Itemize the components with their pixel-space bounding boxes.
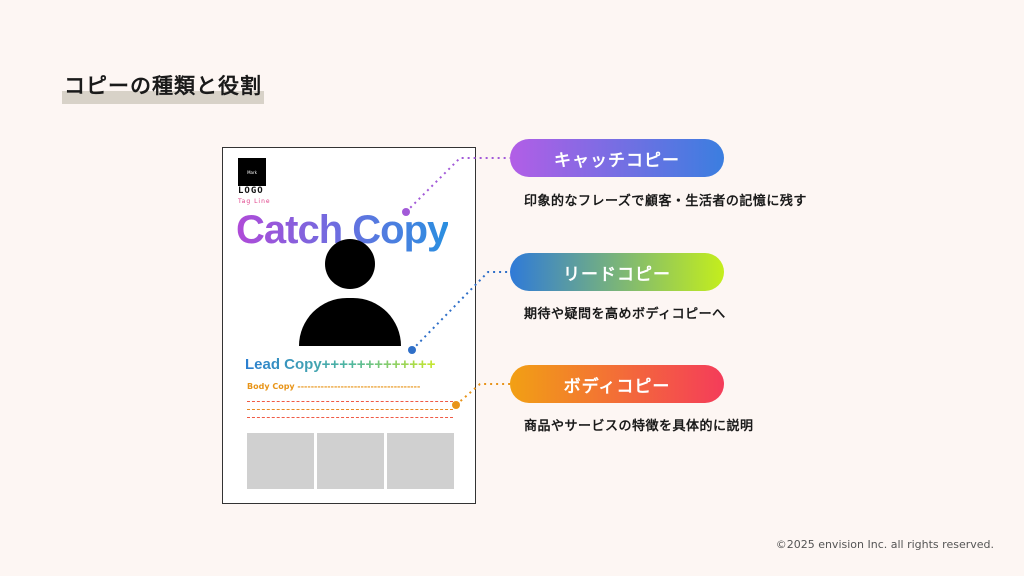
body-copy-connector [455, 383, 510, 406]
body-text-line [247, 401, 453, 402]
catch-copy-connector [405, 157, 510, 213]
body-copy-text: Body Copy ------------------------------… [247, 382, 421, 391]
person-head-icon [325, 239, 375, 289]
logo-text: LOGO [238, 186, 264, 196]
lead-copy-connector [411, 271, 510, 351]
catch-copy-description: 印象的なフレーズで顧客・生活者の記憶に残す [524, 194, 807, 209]
body-copy-pill: ボディコピー [510, 365, 724, 403]
lead-copy-dot [408, 346, 416, 354]
lead-copy-text: Lead Copy+++++++++++++ [245, 356, 436, 373]
catch-copy-pill: キャッチコピー [510, 139, 724, 177]
logo-mark: Mark [238, 158, 266, 186]
body-text-line [247, 409, 453, 410]
lead-copy-label: リードコピー [563, 264, 671, 285]
poster-mockup: Mark LOGO Tag Line Catch Copy Lead Copy+… [222, 147, 476, 504]
lead-copy-description: 期待や疑問を高めボディコピーへ [524, 307, 726, 322]
copyright-text: ©2025 envision Inc. all rights reserved. [775, 538, 994, 551]
catch-copy-dot [402, 208, 410, 216]
body-copy-dot [452, 401, 460, 409]
image-placeholder [247, 433, 314, 489]
catch-copy-label: キャッチコピー [554, 150, 680, 171]
lead-copy-pill: リードコピー [510, 253, 724, 291]
body-copy-label: ボディコピー [563, 376, 671, 397]
image-placeholder [317, 433, 384, 489]
body-text-line [247, 417, 453, 418]
image-placeholder [387, 433, 454, 489]
tagline: Tag Line [238, 198, 271, 205]
page-title: コピーの種類と役割 [62, 70, 264, 104]
body-copy-description: 商品やサービスの特徴を具体的に説明 [524, 419, 754, 434]
